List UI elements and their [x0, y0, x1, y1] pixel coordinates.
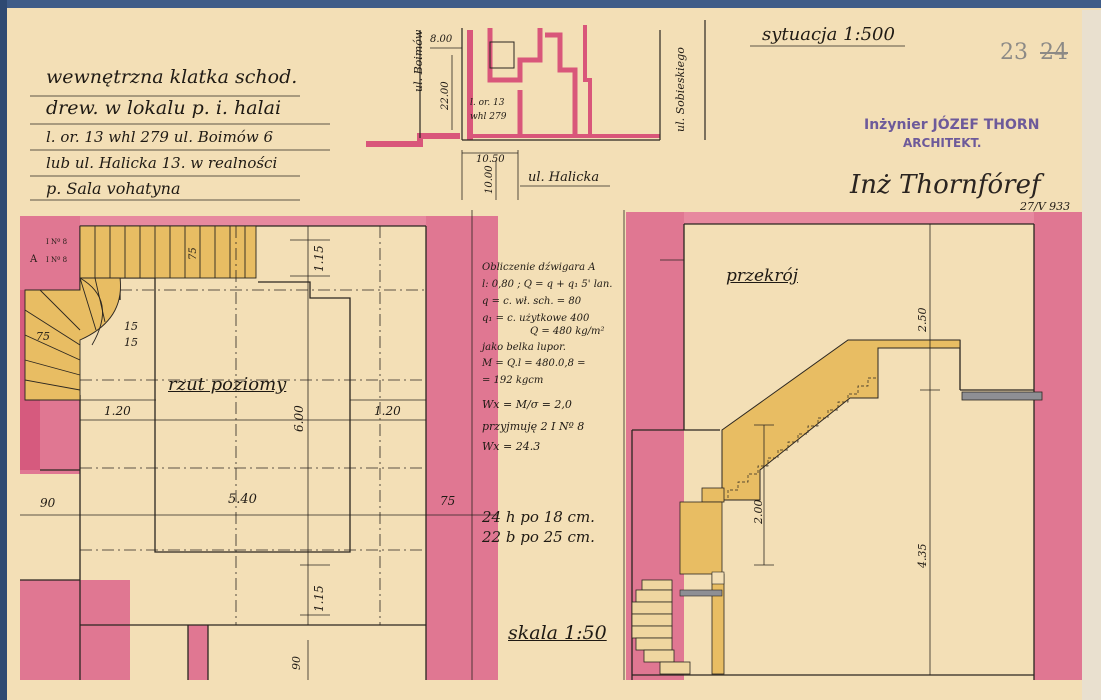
architect-stamp-name: Inżynier JÓZEF THORN — [864, 117, 1040, 133]
calc-steps-2: 22 b po 25 cm. — [482, 528, 595, 546]
site-street-left: ul. Boimów — [412, 29, 425, 92]
calc-line-3: q = c. wł. sch. = 80 — [482, 296, 582, 307]
plan-dim-top-1-15: 1.15 — [312, 245, 326, 272]
title-line-5: p. Sala vohatyna — [46, 179, 181, 198]
plan-dim-5-40: 5.40 — [228, 492, 257, 507]
floor-plan — [20, 216, 498, 680]
plan-dim-75-stair: 75 — [36, 330, 50, 343]
site-dim-down: 10.00 — [484, 165, 495, 194]
plan-beam-1a: I Nº 8 — [46, 238, 68, 246]
plan-title: rzut poziomy — [168, 374, 287, 395]
title-line-1: wewnętrzna klatka schod. — [46, 66, 298, 88]
plan-dim-75-upper: 75 — [188, 247, 199, 260]
title-line-2: drew. w lokalu p. i. halai — [46, 97, 282, 119]
plan-dim-75-right: 75 — [440, 494, 456, 508]
calc-line-4: q₁ = c. użytkowe 400 — [482, 313, 590, 324]
site-dim-top: 8.00 — [430, 34, 453, 45]
plan-dim-1-20-right: 1.20 — [374, 404, 401, 418]
site-lot-label-2: whl 279 — [470, 112, 507, 122]
drawing-scale-label: skala 1:50 — [508, 622, 607, 644]
site-street-right: ul. Sobieskiego — [674, 47, 687, 132]
calc-line-10: przyjmuję 2 I Nº 8 — [482, 420, 585, 433]
sheet-number-crossed: 24 — [1040, 40, 1068, 65]
sheet-edge — [1082, 10, 1101, 700]
plan-stair-15b: 15 — [124, 336, 138, 349]
architect-stamp-title: ARCHITEKT. — [903, 136, 982, 150]
calc-line-9: Wx = M/σ = 2,0 — [482, 398, 572, 411]
section-title: przekrój — [726, 266, 798, 286]
plan-beam-a: A — [30, 254, 38, 265]
site-scale-label: sytuacja 1:500 — [762, 24, 895, 45]
plan-dim-1-20-left: 1.20 — [104, 404, 131, 418]
site-street-bottom: ul. Halicka — [528, 170, 600, 185]
site-lot-label: l. or. 13 — [470, 98, 505, 108]
plan-dim-6-00: 6.00 — [292, 405, 306, 432]
section-dim-4-35: 4.35 — [916, 543, 929, 569]
signature-date: 27/V 933 — [1020, 200, 1071, 213]
section-view — [626, 212, 1082, 680]
plan-stair-15a: 15 — [124, 320, 138, 333]
calc-line-5: Q = 480 kg/m² — [530, 326, 605, 337]
signature: Inż Thornfóref — [850, 170, 1041, 200]
section-dim-2-00: 2.00 — [752, 499, 765, 525]
plan-dim-90-left: 90 — [40, 496, 56, 510]
title-line-3: l. or. 13 whl 279 ul. Boimów 6 — [46, 128, 273, 146]
calc-line-11: Wx = 24.3 — [482, 440, 541, 453]
calc-line-7: M = Q.l = 480.0,8 = — [482, 358, 586, 369]
calc-steps-1: 24 h po 18 cm. — [482, 508, 595, 526]
section-dim-2-50: 2.50 — [916, 307, 929, 333]
plan-beam-1b: I Nº 8 — [46, 256, 68, 264]
site-plan — [366, 20, 706, 200]
site-dim-bottom: 10.50 — [476, 154, 505, 165]
calc-line-1: Obliczenie dźwigara A — [482, 262, 596, 273]
sheet-number: 23 — [1000, 40, 1028, 65]
title-line-4: lub ul. Halicka 13. w realności — [46, 154, 278, 172]
calc-line-6: jako belka lupor. — [482, 342, 566, 353]
site-dim-left: 22.00 — [440, 81, 451, 110]
calc-line-8: = 192 kgcm — [482, 375, 544, 386]
calc-column-frame — [471, 210, 625, 680]
plan-dim-1-15-bottom: 1.15 — [312, 585, 326, 612]
calc-line-2: l: 0,80 ; Q = q + q₁ 5' lan. — [482, 279, 613, 290]
plan-dim-90-bottom: 90 — [290, 656, 303, 670]
title-underlines — [30, 45, 905, 201]
